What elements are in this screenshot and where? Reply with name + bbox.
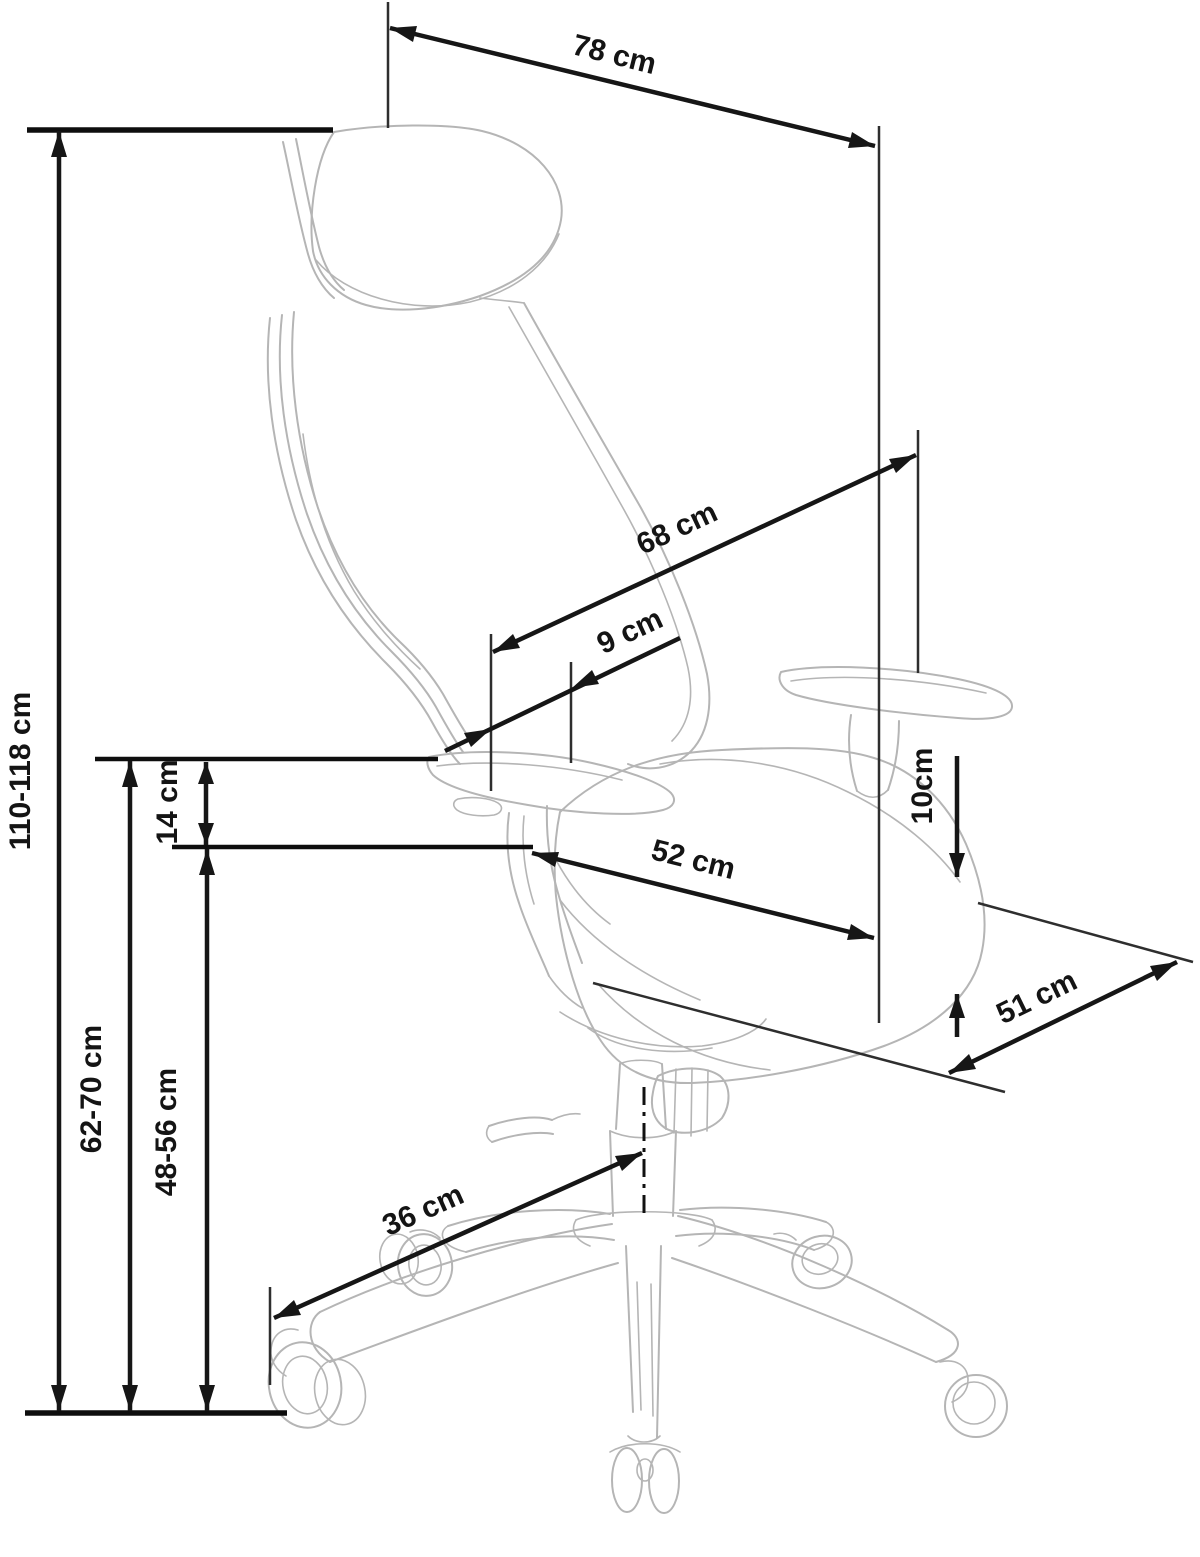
near-armrest bbox=[426, 751, 676, 1009]
caster-left bbox=[267, 1328, 367, 1429]
chair-line-art bbox=[266, 124, 1013, 1514]
label-headrest-depth: 9 cm bbox=[592, 602, 668, 661]
dimension-headrest-depth: 9 cm bbox=[444, 602, 681, 754]
label-armrest-above-seat: 14 cm bbox=[151, 759, 184, 844]
label-overall-height: 110-118 cm bbox=[4, 692, 37, 850]
dimension-seat-height: 48-56 cm bbox=[150, 849, 215, 1411]
far-armrest bbox=[778, 666, 1013, 799]
dimension-base-leg-length: 36 cm bbox=[273, 1150, 643, 1321]
label-seat-thickness: 10cm bbox=[906, 748, 939, 825]
dimension-annotations: 78 cm 110-118 cm 62-70 cm 48-56 cm bbox=[4, 2, 1194, 1416]
dimension-overall-height: 110-118 cm bbox=[4, 131, 67, 1411]
dimension-armrest-height: 62-70 cm bbox=[75, 761, 138, 1411]
label-base-leg-length: 36 cm bbox=[378, 1178, 469, 1243]
dimension-seat-thickness: 10cm bbox=[906, 748, 965, 1037]
dimension-seat-width: 52 cm bbox=[531, 833, 875, 941]
caster-rear-left bbox=[378, 1229, 454, 1297]
caster-right bbox=[939, 1360, 1008, 1438]
dimension-seat-depth: 51 cm bbox=[948, 959, 1178, 1076]
headrest bbox=[282, 124, 563, 311]
caster-rear-right bbox=[773, 1232, 853, 1290]
extension-line-51-front bbox=[592, 981, 1006, 1094]
tilt-mechanism bbox=[485, 1011, 767, 1143]
dimension-backrest-width: 78 cm bbox=[389, 25, 876, 149]
caster-front bbox=[609, 1443, 681, 1514]
extension-line-51-back bbox=[977, 901, 1194, 964]
base-legs bbox=[309, 1206, 959, 1443]
dimension-armrest-above-seat: 14 cm bbox=[151, 759, 214, 845]
backrest bbox=[266, 297, 711, 770]
label-armrest-height: 62-70 cm bbox=[75, 1025, 108, 1153]
label-seat-height: 48-56 cm bbox=[150, 1068, 183, 1196]
label-seat-depth: 51 cm bbox=[991, 964, 1082, 1031]
label-seat-width: 52 cm bbox=[648, 833, 739, 886]
dimension-backrest-diagonal: 68 cm bbox=[492, 452, 917, 655]
